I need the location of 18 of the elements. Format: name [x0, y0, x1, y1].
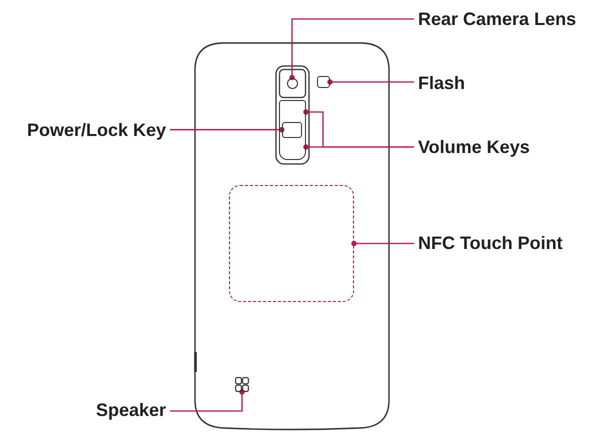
part-label: Rear Camera Lens: [418, 8, 576, 30]
part-label: NFC Touch Point: [418, 232, 563, 254]
leader-line: [303, 144, 414, 150]
power-key: [282, 122, 302, 138]
leader-line: [351, 240, 414, 246]
leader-line: [327, 79, 414, 85]
part-label: Volume Keys: [418, 136, 530, 158]
leader-line: [289, 18, 414, 80]
nfc-area: [229, 185, 354, 302]
leader-line: [170, 389, 245, 412]
leader-line: [170, 127, 284, 132]
camera-lens: [286, 78, 298, 88]
volume-key: [279, 100, 306, 160]
part-label: Speaker: [96, 399, 166, 421]
part-label: Flash: [418, 72, 466, 94]
speaker-grille-icon: [235, 377, 249, 392]
part-label: Power/Lock Key: [26, 119, 166, 141]
flash-window: [317, 76, 330, 88]
